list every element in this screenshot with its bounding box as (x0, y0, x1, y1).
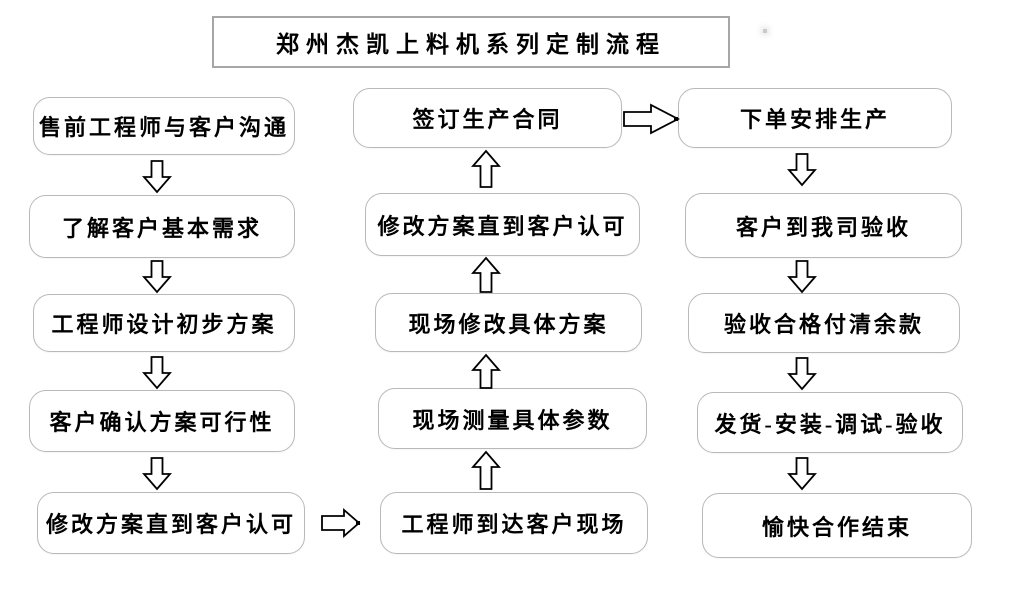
flow-box-right-3: 验收合格付清余款 (688, 293, 960, 353)
arrow-down-icon (142, 457, 172, 491)
flow-box-middle-5: 工程师到达客户现场 (380, 492, 648, 554)
flow-box-label: 修改方案直到客户认可 (45, 512, 296, 537)
arrow-right-icon (623, 103, 680, 135)
flow-box-label: 客户到我司验收 (735, 214, 911, 240)
flowchart-title-box: 郑州杰凯上料机系列定制流程 (212, 16, 730, 68)
arrow-up-icon (471, 353, 501, 389)
flow-box-label: 修改方案直到客户认可 (377, 213, 628, 239)
arrow-down-icon (787, 260, 817, 294)
arrow-down-icon (787, 153, 817, 187)
flow-box-label: 发货-安装-调试-验收 (714, 411, 946, 437)
flow-box-middle-1: 签订生产合同 (353, 88, 622, 148)
arrow-down-icon (142, 160, 172, 194)
flow-box-left-1: 售前工程师与客户沟通 (33, 97, 295, 155)
arrow-down-icon (142, 260, 172, 294)
arrow-up-icon (471, 149, 501, 188)
flow-box-right-4: 发货-安装-调试-验收 (697, 392, 963, 453)
flow-box-right-5: 愉快合作结束 (702, 493, 972, 558)
flow-box-label: 了解客户基本需求 (61, 215, 262, 241)
flow-box-label: 工程师到达客户现场 (401, 512, 627, 537)
flow-box-middle-2: 修改方案直到客户认可 (365, 193, 640, 256)
arrow-up-icon (471, 256, 501, 293)
flow-box-middle-3: 现场修改具体方案 (375, 293, 642, 352)
arrow-tip-dot (356, 521, 360, 525)
flow-box-label: 签订生产合同 (412, 107, 563, 132)
flow-box-left-3: 工程师设计初步方案 (33, 294, 295, 352)
flow-box-left-2: 了解客户基本需求 (29, 195, 295, 258)
flow-box-label: 下单安排生产 (739, 107, 890, 132)
flow-box-middle-4: 现场测量具体参数 (378, 388, 647, 449)
flow-box-left-4: 客户确认方案可行性 (29, 390, 295, 452)
flow-box-label: 客户确认方案可行性 (49, 410, 275, 435)
flow-box-label: 现场测量具体参数 (412, 407, 613, 433)
flow-box-label: 售前工程师与客户沟通 (38, 115, 289, 140)
flow-box-label: 工程师设计初步方案 (51, 312, 277, 337)
flow-box-label: 现场修改具体方案 (408, 311, 609, 337)
flow-box-right-1: 下单安排生产 (678, 88, 952, 148)
flowchart-title: 郑州杰凯上料机系列定制流程 (276, 32, 666, 57)
arrow-up-icon (471, 450, 501, 490)
arrow-down-icon (787, 357, 817, 391)
flow-box-left-5: 修改方案直到客户认可 (37, 492, 305, 554)
flow-box-right-2: 客户到我司验收 (685, 193, 962, 258)
stray-dot-artifact (763, 29, 767, 33)
arrow-down-icon (142, 356, 172, 390)
flow-box-label: 验收合格付清余款 (723, 312, 924, 337)
arrow-right-icon (321, 508, 361, 538)
arrow-down-icon (787, 457, 817, 491)
flow-box-label: 愉快合作结束 (761, 514, 912, 540)
